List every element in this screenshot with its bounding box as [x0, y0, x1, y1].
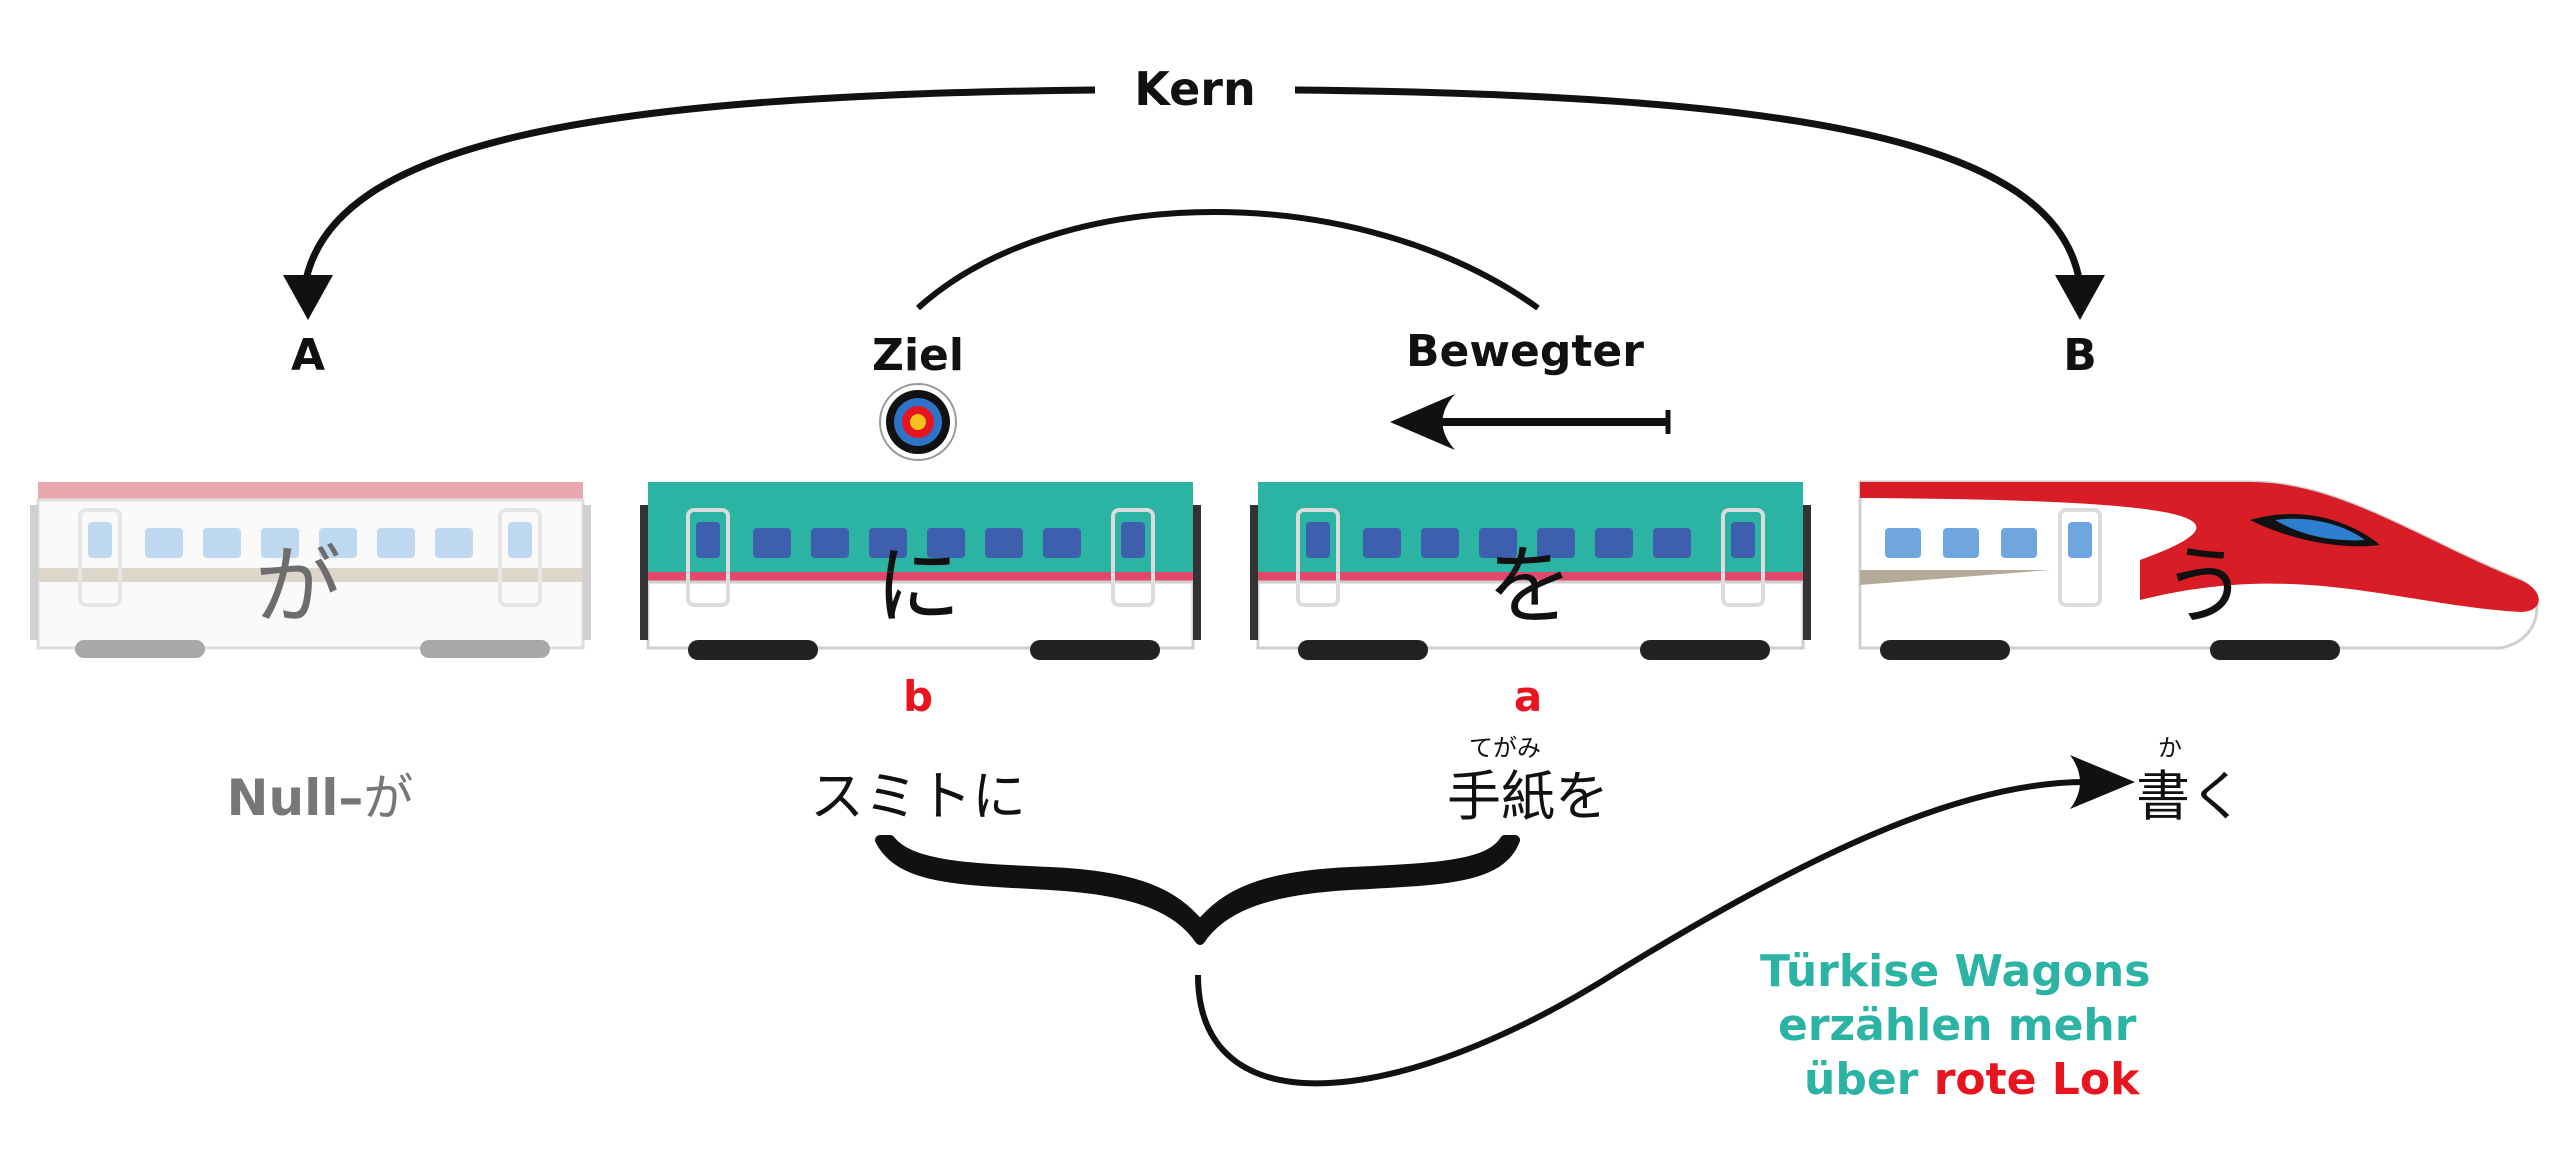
null-ga-phrase: Null–が: [227, 758, 414, 830]
furigana-kaku: か: [2158, 734, 2182, 762]
locomotive-u: [1858, 480, 2539, 660]
target-icon: [879, 383, 957, 461]
marker-b: b: [902, 672, 934, 721]
wagon-kana-wo: を: [1487, 536, 1573, 637]
note-line3-a: über: [1804, 1054, 1934, 1105]
note-line3-b: rote Lok: [1933, 1054, 2140, 1105]
note-line3: über rote Lok: [1760, 1053, 2150, 1107]
null-prefix: Null–: [226, 769, 364, 827]
kern-arrowhead-right: [2055, 275, 2105, 320]
kern-label: Kern: [1134, 62, 1256, 116]
modifier-arrowhead: [2070, 755, 2135, 809]
kern-arc-left: [301, 86, 1096, 286]
label-B: B: [2063, 330, 2097, 381]
phrase-kaku: 書く: [2136, 765, 2244, 828]
phrase-brace: [875, 835, 1520, 945]
null-kana: が: [363, 769, 414, 827]
furigana-tegami: てがみ: [1469, 734, 1541, 762]
kern-arrowhead-left: [283, 275, 333, 320]
wagon-kana-ga: が: [255, 536, 341, 637]
wagon-kana-u: う: [2162, 536, 2248, 637]
label-ziel: Ziel: [872, 330, 964, 381]
arrow-left-icon: [1390, 394, 1671, 450]
note-text: Türkise Wagons erzählen mehr über rote L…: [1760, 945, 2150, 1107]
label-A: A: [290, 330, 326, 381]
wagon-ni: [640, 482, 1201, 660]
note-line1: Türkise Wagons: [1760, 946, 2151, 997]
ziel-bewegter-arc: [915, 209, 1540, 311]
modifier-arrow: [1195, 778, 2091, 1087]
kern-arc-right: [1294, 86, 2084, 286]
phrase-sumito: スミトに: [810, 765, 1026, 828]
phrase-tegami: 手紙を: [1447, 765, 1609, 828]
wagon-ga: [30, 482, 591, 658]
label-bewegter: Bewegter: [1406, 326, 1644, 377]
wagon-kana-ni: に: [875, 536, 961, 637]
wagon-wo: [1250, 482, 1811, 660]
note-line2: erzählen mehr: [1778, 1000, 2137, 1051]
marker-a: a: [1513, 672, 1543, 721]
